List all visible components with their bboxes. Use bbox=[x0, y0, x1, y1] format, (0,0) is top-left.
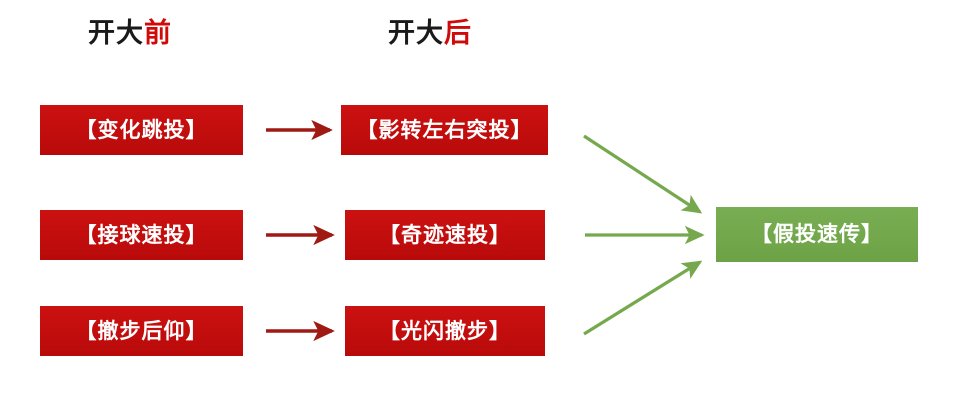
node-result-label: 【假投速传】 bbox=[751, 222, 883, 246]
arrow-after-to-result-3 bbox=[583, 260, 703, 336]
column-header-after-accent: 后 bbox=[444, 18, 472, 49]
column-header-after: 开大后 bbox=[388, 20, 472, 47]
column-header-after-base: 开大 bbox=[388, 18, 444, 49]
column-header-before-base: 开大 bbox=[88, 18, 144, 49]
node-before-3[interactable]: 【撤步后仰】 bbox=[40, 306, 243, 356]
node-before-2-label: 【接球速投】 bbox=[75, 222, 208, 247]
node-before-1[interactable]: 【变化跳投】 bbox=[40, 105, 243, 155]
node-after-2[interactable]: 【奇迹速投】 bbox=[345, 210, 545, 260]
node-before-2[interactable]: 【接球速投】 bbox=[40, 210, 243, 260]
node-after-1-label: 【影转左右突投】 bbox=[356, 117, 533, 142]
column-header-before: 开大前 bbox=[88, 20, 172, 47]
node-before-1-label: 【变化跳投】 bbox=[75, 117, 208, 142]
arrow-after-to-result-1 bbox=[583, 134, 703, 214]
column-header-before-accent: 前 bbox=[144, 18, 172, 49]
node-after-2-label: 【奇迹速投】 bbox=[379, 222, 511, 247]
node-after-3[interactable]: 【光闪撤步】 bbox=[345, 306, 545, 356]
node-after-1[interactable]: 【影转左右突投】 bbox=[341, 105, 548, 155]
node-after-3-label: 【光闪撤步】 bbox=[379, 318, 511, 343]
node-before-3-label: 【撤步后仰】 bbox=[75, 318, 208, 343]
node-result[interactable]: 【假投速传】 bbox=[716, 207, 918, 262]
